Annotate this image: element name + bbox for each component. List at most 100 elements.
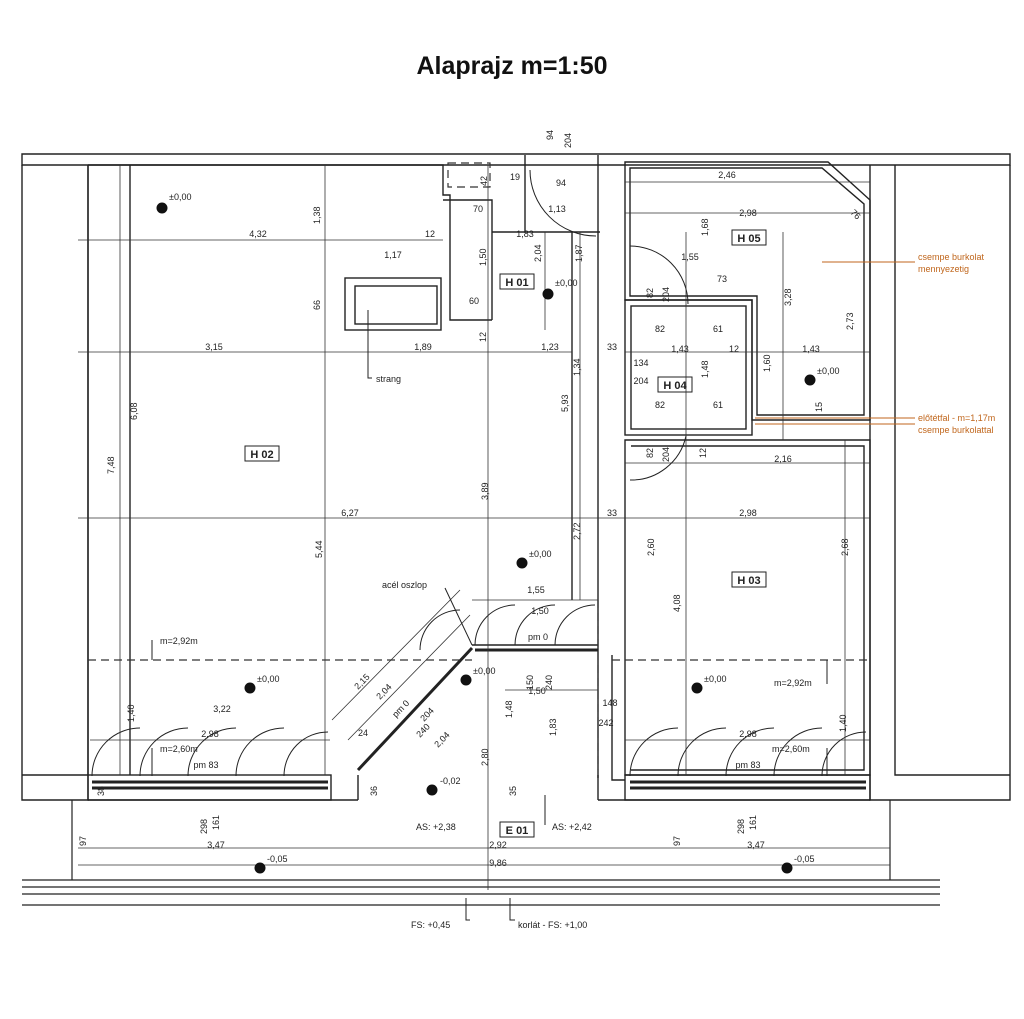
dim-183: 1,83 bbox=[516, 229, 534, 239]
level-m260-right: m=2,60m bbox=[772, 744, 810, 754]
dim-322: 3,22 bbox=[213, 704, 231, 714]
dim-73: 73 bbox=[717, 274, 727, 284]
dimension-lines bbox=[78, 165, 890, 890]
dim-215: 2,15 bbox=[352, 672, 371, 692]
dim-280: 2,80 bbox=[480, 748, 490, 766]
annotation-fs-left: FS: +0,45 bbox=[411, 920, 450, 930]
dim-298b: 2,98 bbox=[739, 508, 757, 518]
room-label-e01: E 01 bbox=[506, 825, 529, 837]
dim-608: 6,08 bbox=[129, 402, 139, 420]
annotation-mennyezetig: mennyezetig bbox=[918, 264, 969, 274]
dim-97b: 97 bbox=[672, 836, 682, 846]
dim-150d: 1,50 bbox=[528, 686, 546, 696]
dim-94b: 94 bbox=[556, 178, 566, 188]
dim-246: 2,46 bbox=[718, 170, 736, 180]
dim-94-top: 94 bbox=[545, 130, 555, 140]
level-ext-right: -0,05 bbox=[794, 854, 815, 864]
dim-150: 1,50 bbox=[478, 248, 488, 266]
dim-408: 4,08 bbox=[672, 594, 682, 612]
dim-61b: 61 bbox=[713, 400, 723, 410]
annotation-as-right: AS: +2,42 bbox=[552, 822, 592, 832]
dim-347a: 3,47 bbox=[207, 840, 225, 850]
dim-593: 5,93 bbox=[560, 394, 570, 412]
room-label-h05: H 05 bbox=[737, 233, 760, 245]
annotation-csempe-burkolat: csempe burkolat bbox=[918, 252, 985, 262]
dim-150c: 150 bbox=[525, 675, 535, 690]
page-title: Alaprajz m=1:50 bbox=[416, 52, 608, 80]
annotation-elotetfal: előtétfal - m=1,17m bbox=[918, 413, 995, 423]
room-label-h04: H 04 bbox=[663, 380, 687, 392]
dim-82b: 82 bbox=[645, 288, 655, 298]
dim-298e: 298 bbox=[199, 819, 209, 834]
dim-187: 1,87 bbox=[574, 244, 584, 262]
dim-148: 1,48 bbox=[700, 360, 710, 378]
dim-82d: 82 bbox=[645, 448, 655, 458]
dim-347b: 3,47 bbox=[747, 840, 765, 850]
dim-627: 6,27 bbox=[341, 508, 359, 518]
dim-70: 70 bbox=[473, 204, 483, 214]
dim-161b: 161 bbox=[748, 815, 758, 830]
dim-12c: 12 bbox=[729, 344, 739, 354]
dim-240b: 240 bbox=[414, 722, 432, 740]
dim-204c: 204 bbox=[661, 287, 671, 302]
walls bbox=[21, 153, 1011, 801]
dim-315: 3,15 bbox=[205, 342, 223, 352]
dim-66: 66 bbox=[312, 300, 322, 310]
dim-986: 9,86 bbox=[489, 858, 507, 868]
dim-204d: 204 bbox=[633, 376, 648, 386]
dim-189: 1,89 bbox=[414, 342, 432, 352]
level-h03: ±0,00 bbox=[704, 674, 726, 684]
leader-lines bbox=[151, 310, 828, 921]
room-label-h03: H 03 bbox=[737, 575, 760, 587]
dim-138: 1,38 bbox=[312, 206, 322, 224]
dim-117: 1,17 bbox=[384, 250, 402, 260]
dim-42: 42 bbox=[479, 176, 489, 186]
dim-183b: 1,83 bbox=[548, 718, 558, 736]
dim-242: 242 bbox=[598, 718, 613, 728]
dim-155b: 1,55 bbox=[527, 585, 545, 595]
dim-204b: 2,04 bbox=[533, 244, 543, 262]
dim-168: 1,68 bbox=[700, 218, 710, 236]
dim-76: 76 bbox=[849, 207, 863, 221]
level-h02-top: ±0,00 bbox=[169, 192, 191, 202]
dim-298f: 298 bbox=[736, 819, 746, 834]
dim-61a: 61 bbox=[713, 324, 723, 334]
door-swings bbox=[91, 169, 867, 777]
dim-216: 2,16 bbox=[774, 454, 792, 464]
level-entrance: -0,02 bbox=[440, 776, 461, 786]
annotation-strang: strang bbox=[376, 374, 401, 384]
dim-204h: 2,04 bbox=[432, 730, 451, 750]
dim-273: 2,73 bbox=[845, 312, 855, 330]
dim-143b: 1,43 bbox=[802, 344, 820, 354]
annotation-fs-right: korlát - FS: +1,00 bbox=[518, 920, 587, 930]
dim-12d: 12 bbox=[698, 448, 708, 458]
dim-140b: 1,40 bbox=[838, 714, 848, 732]
dim-298c: 2,98 bbox=[201, 729, 219, 739]
dim-12b: 12 bbox=[478, 332, 488, 342]
level-h01: ±0,00 bbox=[555, 278, 577, 288]
level-m292-right: m=2,92m bbox=[774, 678, 812, 688]
dim-60: 60 bbox=[469, 296, 479, 306]
dim-123: 1,23 bbox=[541, 342, 559, 352]
dim-12a: 12 bbox=[425, 229, 435, 239]
dim-268: 2,68 bbox=[840, 538, 850, 556]
level-h02-bottom: ±0,00 bbox=[257, 674, 279, 684]
dim-240a: 240 bbox=[544, 675, 554, 690]
dim-19: 19 bbox=[510, 172, 520, 182]
dim-432: 4,32 bbox=[249, 229, 267, 239]
annotation-as-left: AS: +2,38 bbox=[416, 822, 456, 832]
dim-134b: 134 bbox=[633, 358, 648, 368]
level-ext-left: -0,05 bbox=[267, 854, 288, 864]
terrace-lines bbox=[22, 800, 940, 906]
dim-pm83a: pm 83 bbox=[193, 760, 218, 770]
dim-97a: 97 bbox=[78, 836, 88, 846]
dim-35: 35 bbox=[508, 786, 518, 796]
annotation-csempe-burkolattal: csempe burkolattal bbox=[918, 425, 994, 435]
level-m260-left: m=2,60m bbox=[160, 744, 198, 754]
dim-15: 15 bbox=[814, 402, 824, 412]
dim-204e: 204 bbox=[661, 447, 671, 462]
dim-389: 3,89 bbox=[480, 482, 490, 500]
dim-38: 38 bbox=[96, 786, 106, 796]
level-markers bbox=[156, 202, 816, 874]
